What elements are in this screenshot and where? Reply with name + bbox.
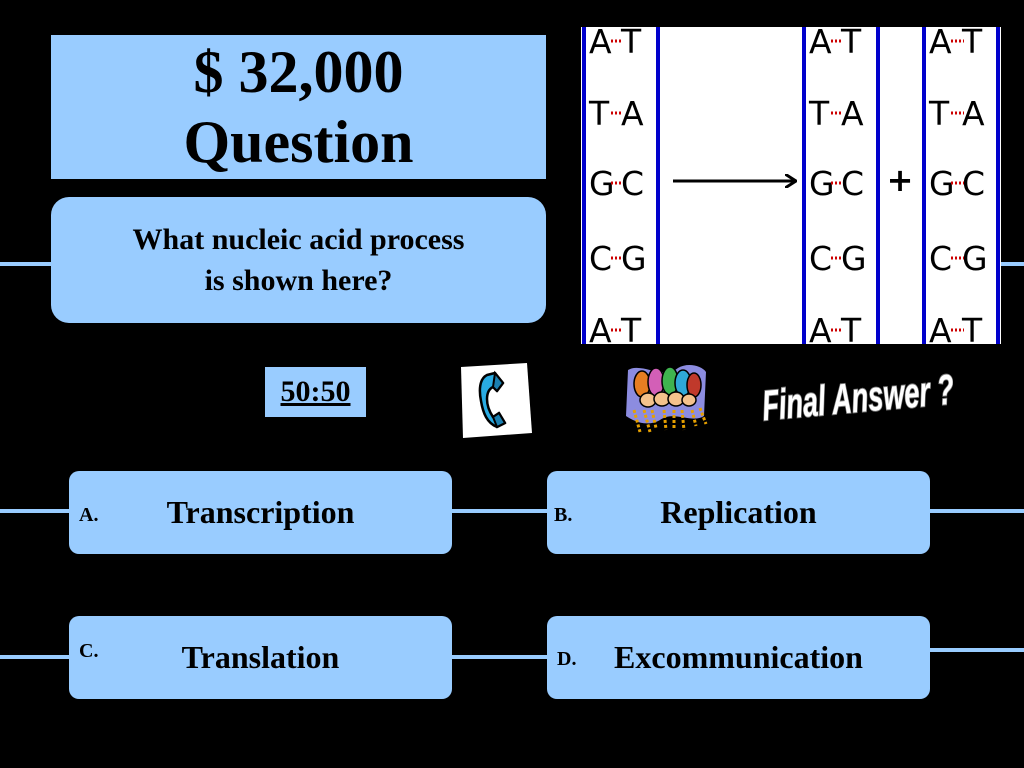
- final-answer-button[interactable]: Final Answer ?: [759, 365, 956, 431]
- left-strand-base-1-left: A: [589, 27, 612, 61]
- left-strand-base-2-left: T: [588, 94, 610, 133]
- answer-a-letter: A.: [79, 504, 99, 526]
- connector-line-question-right: [1000, 262, 1024, 266]
- audience-icon: [626, 365, 708, 433]
- left-strand-base-4-right: G: [621, 239, 647, 278]
- product-one-base-5-left: A: [809, 311, 832, 344]
- prize-label: Question: [183, 109, 414, 175]
- product-two-base-4-right: G: [962, 239, 988, 278]
- answer-a-text: Transcription: [166, 494, 355, 530]
- connector-line-row1-mid: [450, 509, 550, 513]
- product-one-base-5-right: T: [840, 311, 862, 344]
- product-one-base-4-right: G: [841, 239, 867, 278]
- connector-line-row1-left: [0, 509, 70, 513]
- connector-line-row2-mid: [450, 655, 550, 659]
- product-two-base-1-left: A: [929, 27, 952, 61]
- connector-line-row1-right: [928, 509, 1024, 513]
- prize-title-panel: $ 32,000 Question: [51, 35, 546, 179]
- left-strand-base-5-left: A: [589, 311, 612, 344]
- ask-audience-button[interactable]: [622, 358, 710, 436]
- answer-d-button[interactable]: D. Excommunication: [547, 616, 930, 699]
- answer-b-letter: B.: [554, 504, 573, 526]
- product-one-base-3-left: G: [809, 164, 835, 203]
- plus-sign: +: [887, 161, 914, 199]
- answer-a-button[interactable]: A. Transcription: [69, 471, 452, 554]
- question-panel: What nucleic acid process is shown here?: [51, 197, 546, 323]
- connector-line-row2-left: [0, 655, 70, 659]
- phone-a-friend-button[interactable]: [457, 361, 534, 439]
- product-two-base-5-left: A: [929, 311, 952, 344]
- left-strand-base-1-right: T: [620, 27, 642, 61]
- answer-c-text: Translation: [181, 639, 340, 675]
- final-answer-graphic: Final Answer ?: [759, 365, 956, 431]
- answer-d-text: Excommunication: [614, 639, 863, 675]
- fifty-fifty-label: 50:50: [280, 375, 351, 408]
- prize-amount: $ 32,000: [193, 39, 404, 105]
- product-one-base-4-left: C: [809, 239, 832, 278]
- product-one-base-3-right: C: [841, 164, 864, 203]
- product-two-base-2-left: T: [928, 94, 950, 133]
- answer-c-letter: C.: [79, 640, 99, 662]
- product-one-base-1-right: T: [840, 27, 862, 61]
- product-one-base-1-left: A: [809, 27, 832, 61]
- answer-b-button[interactable]: B. Replication: [547, 471, 930, 554]
- phone-icon: [461, 363, 532, 438]
- answer-b-text: Replication: [660, 494, 817, 530]
- product-two-base-3-left: G: [929, 164, 955, 203]
- connector-line-row2-right: [928, 648, 1024, 652]
- question-line-1: What nucleic acid process: [132, 223, 465, 256]
- dna-backbones: [582, 27, 1000, 344]
- question-line-2: is shown here?: [204, 264, 393, 297]
- final-answer-label: Final Answer ?: [763, 372, 953, 428]
- connector-line-question-left: [0, 262, 52, 266]
- answer-c-button[interactable]: C. Translation: [69, 616, 452, 699]
- product-one-base-2-left: T: [808, 94, 830, 133]
- product-two-base-1-right: T: [961, 27, 983, 61]
- left-strand-base-3-left: G: [589, 164, 615, 203]
- product-two-base-5-right: T: [961, 311, 983, 344]
- left-strand-base-2-right: A: [621, 94, 644, 133]
- left-strand-base-3-right: C: [621, 164, 644, 203]
- product-two-base-4-left: C: [929, 239, 952, 278]
- product-one-base-2-right: A: [841, 94, 864, 133]
- answer-d-letter: D.: [557, 648, 577, 670]
- fifty-fifty-lifeline-button[interactable]: 50:50: [265, 367, 366, 417]
- left-strand-base-4-left: C: [589, 239, 612, 278]
- left-strand-base-5-right: T: [620, 311, 642, 344]
- product-two-base-2-right: A: [962, 94, 985, 133]
- product-two-base-3-right: C: [962, 164, 985, 203]
